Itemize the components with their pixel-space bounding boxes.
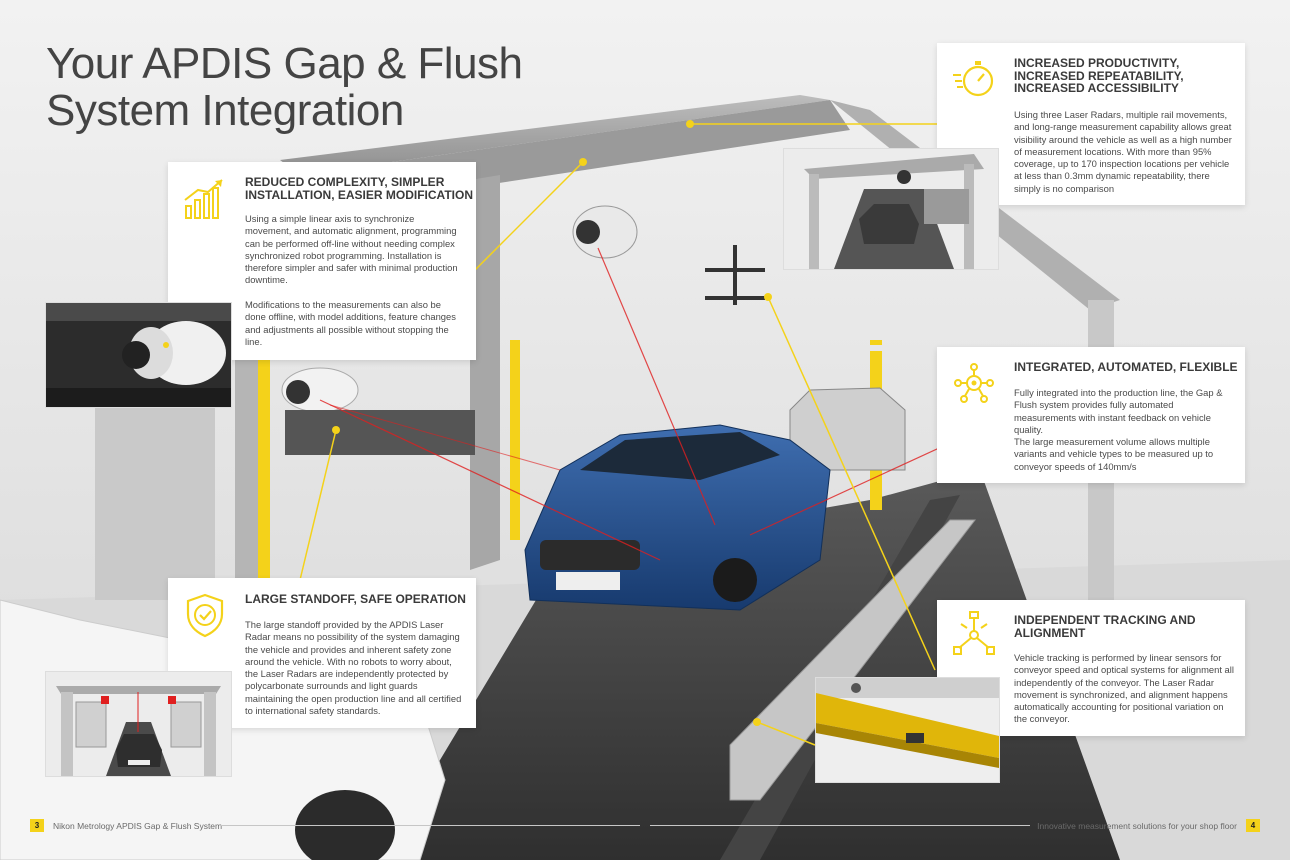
gear-network-icon [954, 363, 994, 403]
complexity-body-1: Using a simple linear axis to synchroniz… [245, 213, 458, 286]
integrated-body-1: Fully integrated into the production lin… [1014, 387, 1223, 435]
linear-sensor-photo [815, 677, 1000, 783]
footer-divider-right [650, 825, 1030, 826]
productivity-heading: INCREASED PRODUCTIVITY, INCREASED REPEAT… [1014, 56, 1184, 95]
complexity-body-2: Modifications to the measurements can al… [245, 299, 456, 347]
page-title-line-1: Your APDIS Gap & Flush [46, 39, 523, 88]
page-title: Your APDIS Gap & Flush System Integratio… [46, 40, 523, 134]
station-front-photo [45, 671, 232, 777]
integrated-heading: INTEGRATED, AUTOMATED, FLEXIBLE [1014, 360, 1238, 374]
complexity-heading: REDUCED COMPLEXITY, SIMPLER INSTALLATION… [245, 175, 473, 202]
footer-left: 3 Nikon Metrology APDIS Gap & Flush Syst… [30, 819, 222, 832]
footer-left-text: Nikon Metrology APDIS Gap & Flush System [53, 820, 223, 831]
page-title-line-2: System Integration [46, 86, 404, 135]
standoff-heading: LARGE STANDOFF, SAFE OPERATION [245, 592, 466, 606]
footer-divider-left [220, 825, 640, 826]
shield-check-icon [186, 593, 224, 638]
integrated-card: INTEGRATED, AUTOMATED, FLEXIBLE Fully in… [937, 347, 1245, 483]
growth-chart-icon [184, 179, 223, 219]
productivity-body: Using three Laser Radars, multiple rail … [1014, 109, 1232, 194]
laser-radar-photo [45, 302, 232, 408]
integrated-body-2: The large measurement volume allows mult… [1014, 436, 1214, 472]
page-number-left: 3 [30, 819, 44, 832]
tracking-heading: INDEPENDENT TRACKING AND ALIGNMENT [1014, 613, 1196, 640]
alignment-nodes-icon [953, 611, 995, 655]
footer-right: Innovative measurement solutions for you… [1037, 819, 1260, 832]
gantry-overview-photo [783, 148, 999, 270]
tracking-body: Vehicle tracking is performed by linear … [1014, 652, 1234, 725]
page-number-right: 4 [1246, 819, 1260, 832]
standoff-body: The large standoff provided by the APDIS… [245, 619, 462, 717]
stopwatch-icon [953, 61, 994, 97]
footer-right-text: Innovative measurement solutions for you… [1037, 820, 1237, 831]
